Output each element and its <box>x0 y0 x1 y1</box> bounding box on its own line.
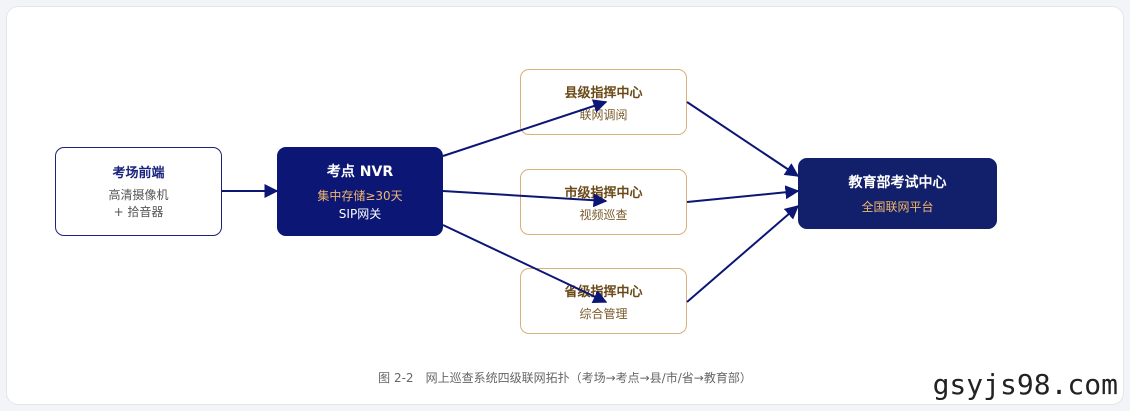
node-province-command-center: 省级指挥中心 综合管理 <box>520 268 687 334</box>
figure-caption: 图 2-2 网上巡查系统四级联网拓扑（考场→考点→县/市/省→教育部） <box>378 371 752 385</box>
node-title: 县级指挥中心 <box>564 85 643 101</box>
node-subtitle: 视频巡查 <box>579 207 628 222</box>
node-line-2: SIP网关 <box>338 206 382 221</box>
watermark: gsyjs98.com <box>932 368 1118 401</box>
node-exam-site-nvr: 考点 NVR 集中存储≥30天 SIP网关 <box>277 147 443 236</box>
node-subtitle: 综合管理 <box>579 306 628 321</box>
node-county-command-center: 县级指挥中心 联网调阅 <box>520 69 687 135</box>
node-title: 省级指挥中心 <box>564 284 643 300</box>
node-exam-room-front-end: 考场前端 高清摄像机 + 拾音器 <box>55 147 222 236</box>
node-line-2: + 拾音器 <box>113 205 164 219</box>
node-title: 考场前端 <box>112 166 165 181</box>
node-title: 市级指挥中心 <box>564 185 643 201</box>
node-title: 考点 NVR <box>326 163 394 180</box>
node-title: 教育部考试中心 <box>848 175 947 191</box>
node-subtitle: 全国联网平台 <box>861 200 934 214</box>
node-city-command-center: 市级指挥中心 视频巡查 <box>520 169 687 235</box>
node-line-1: 高清摄像机 <box>108 188 169 202</box>
node-line-1: 集中存储≥30天 <box>317 188 403 203</box>
node-ministry-exam-center: 教育部考试中心 全国联网平台 <box>798 158 997 229</box>
node-subtitle: 联网调阅 <box>579 107 628 122</box>
